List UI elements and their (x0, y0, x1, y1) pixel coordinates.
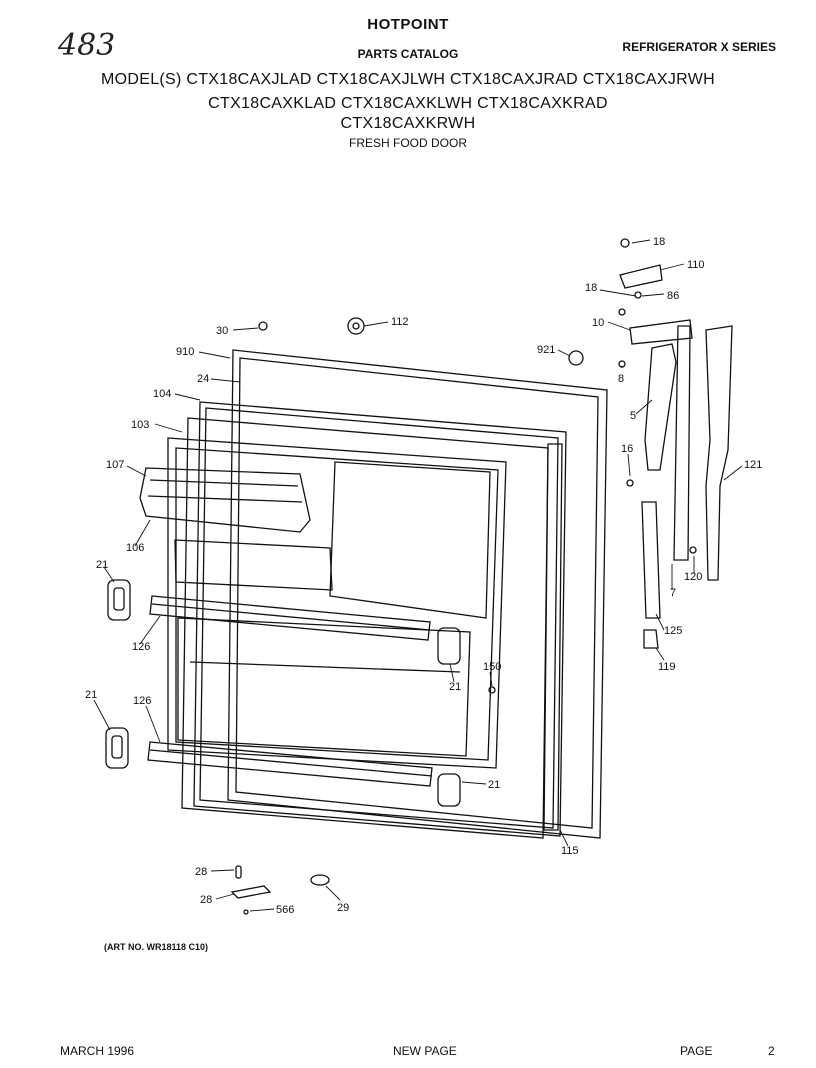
section-title: FRESH FOOD DOOR (348, 136, 467, 150)
callout-labels: 18 110 18 86 30 112 10 910 921 8 24 104 … (85, 236, 762, 916)
callout-28-pin: 28 (195, 866, 207, 878)
callout-126-lower: 126 (133, 695, 151, 707)
model-line-1: MODEL(S) CTX18CAXJLAD CTX18CAXJLWH CTX18… (101, 71, 715, 88)
callout-21-lower-left: 21 (85, 689, 97, 701)
plug (347, 317, 365, 335)
art-number: (ART NO. WR18118 C10) (104, 942, 209, 952)
callout-16: 16 (621, 443, 633, 455)
screw (258, 321, 268, 331)
hinge-bracket (629, 319, 693, 345)
callout-7: 7 (670, 587, 676, 599)
handwritten-page-number: 483 (58, 28, 116, 63)
outer-door-panel (227, 349, 608, 839)
handle-support (673, 325, 691, 561)
callout-150: 150 (483, 661, 501, 673)
pin-28 (235, 865, 242, 879)
callout-10: 10 (592, 317, 604, 329)
callout-29: 29 (337, 902, 349, 914)
callout-5: 5 (630, 410, 636, 422)
handle-end-cap (643, 629, 659, 649)
callout-103: 103 (131, 419, 149, 431)
door-drawing (105, 238, 733, 915)
callout-86: 86 (667, 290, 679, 302)
handle-insert (641, 501, 661, 619)
callout-921: 921 (537, 344, 555, 356)
callout-112: 112 (391, 316, 409, 328)
callout-910: 910 (176, 346, 194, 358)
series-title: REFRIGERATOR X SERIES (622, 40, 776, 54)
callout-8: 8 (618, 373, 624, 385)
brand-title: HOTPOINT (367, 16, 449, 33)
callout-18: 18 (585, 282, 597, 294)
callout-21-upper-left: 21 (96, 559, 108, 571)
callout-21-upper-right: 21 (449, 681, 461, 693)
callout-120: 120 (684, 571, 702, 583)
callout-28-plate: 28 (200, 894, 212, 906)
footer-page-label: PAGE (680, 1044, 713, 1058)
callout-126-upper: 126 (132, 641, 150, 653)
gasket-strip (543, 443, 563, 831)
washer-29 (310, 874, 330, 886)
callout-18-top: 18 (653, 236, 665, 248)
shelf-end-cap (107, 579, 131, 621)
hinge-plate-28 (230, 885, 272, 899)
model-line-3: CTX18CAXKRWH (340, 115, 476, 132)
footer-status: NEW PAGE (393, 1044, 457, 1058)
catalog-title: PARTS CATALOG (357, 47, 459, 61)
footer-date: MARCH 1996 (60, 1044, 135, 1058)
door-shelf-bar-lower (147, 741, 433, 787)
callout-125: 125 (664, 625, 682, 637)
callout-21-lower-right: 21 (488, 779, 500, 791)
plug-921 (568, 350, 584, 366)
door-liner (167, 437, 507, 769)
callout-24: 24 (197, 373, 209, 385)
callout-104: 104 (153, 388, 171, 400)
door-gasket (193, 401, 567, 837)
callout-119: 119 (658, 661, 676, 673)
dairy-compartment-door (139, 467, 311, 533)
door-shelf-bar-upper (149, 595, 431, 641)
footer-page-number: 2 (768, 1044, 775, 1058)
callout-110: 110 (687, 259, 705, 271)
handle-trim (705, 325, 733, 581)
callout-566: 566 (276, 904, 294, 916)
callout-106: 106 (126, 542, 144, 554)
model-line-2: CTX18CAXKLAD CTX18CAXKLWH CTX18CAXKRAD (208, 95, 608, 112)
callout-115: 115 (561, 845, 579, 857)
leader-lines (93, 239, 743, 912)
callout-30: 30 (216, 325, 228, 337)
callout-107: 107 (106, 459, 124, 471)
top-hinge-cap (619, 264, 663, 289)
callout-121: 121 (744, 459, 762, 471)
handle-bracket (644, 343, 677, 471)
